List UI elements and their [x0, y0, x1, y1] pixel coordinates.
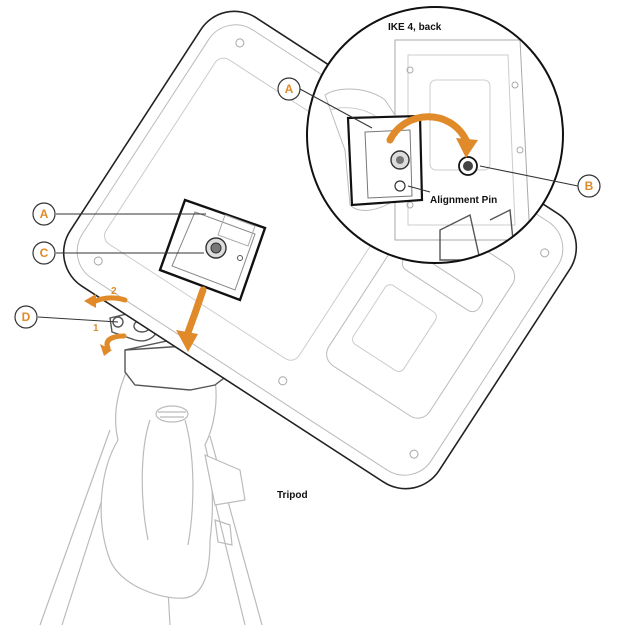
- callout-a-left: A: [32, 202, 56, 226]
- alignment-pin-label: Alignment Pin: [430, 195, 497, 206]
- callout-d: D: [14, 305, 38, 329]
- tripod-label: Tripod: [277, 490, 308, 501]
- callout-c-label: C: [40, 246, 49, 260]
- orange-arrows: [84, 286, 207, 356]
- callout-a-left-label: A: [40, 207, 49, 221]
- callout-b-label: B: [585, 179, 594, 193]
- step-2-number: 2: [111, 286, 117, 297]
- callout-b: B: [577, 174, 601, 198]
- callout-c: C: [32, 241, 56, 265]
- callout-a-top: A: [277, 77, 301, 101]
- device-mount-plate: [158, 198, 267, 302]
- callout-d-label: D: [22, 310, 31, 324]
- leader-lines: [37, 88, 579, 323]
- tripod: [39, 367, 263, 626]
- magnifier-inset: [306, 6, 564, 264]
- magnifier-title: IKE 4, back: [388, 22, 442, 33]
- step-1-number: 1: [93, 323, 99, 334]
- callout-a-top-label: A: [285, 82, 294, 96]
